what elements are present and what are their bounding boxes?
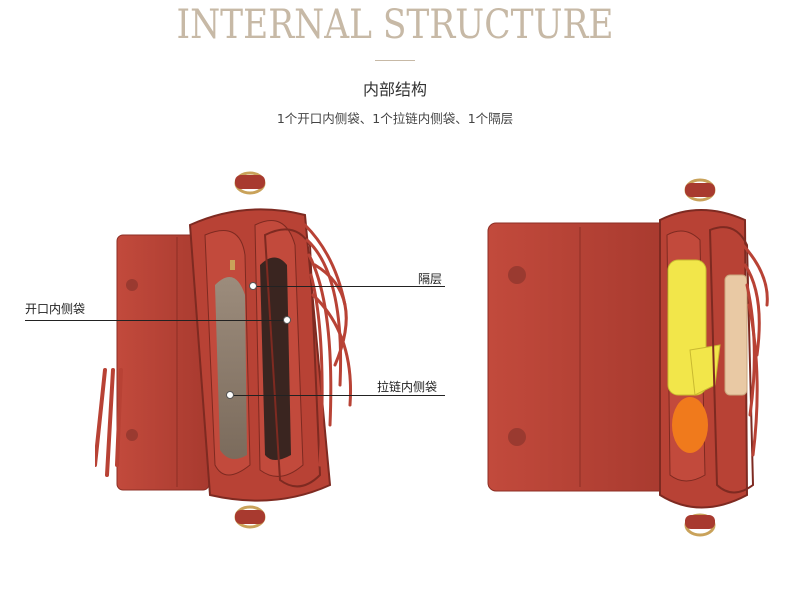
page-title: INTERNAL STRUCTURE	[176, 2, 614, 48]
callout-open-pocket-label: 开口内侧袋	[25, 302, 86, 316]
open-bag-image-right	[487, 178, 769, 537]
callout-divider-line	[253, 286, 445, 287]
callout-open-pocket-line	[25, 320, 288, 321]
callout-divider-dot	[249, 282, 257, 290]
section-subtitle: 内部结构	[362, 80, 427, 99]
callout-open-pocket-dot	[283, 316, 291, 324]
section-description: 1个开口内侧袋、1个拉链内侧袋、1个隔层	[276, 111, 514, 126]
callout-zip-pocket-line	[230, 395, 445, 396]
callout-zip-pocket-dot	[226, 391, 234, 399]
callout-zip-pocket-label: 拉链内侧袋	[377, 380, 438, 394]
title-divider	[375, 60, 415, 61]
open-bag-image-left	[95, 171, 353, 529]
callout-divider-label: 隔层	[418, 272, 443, 286]
